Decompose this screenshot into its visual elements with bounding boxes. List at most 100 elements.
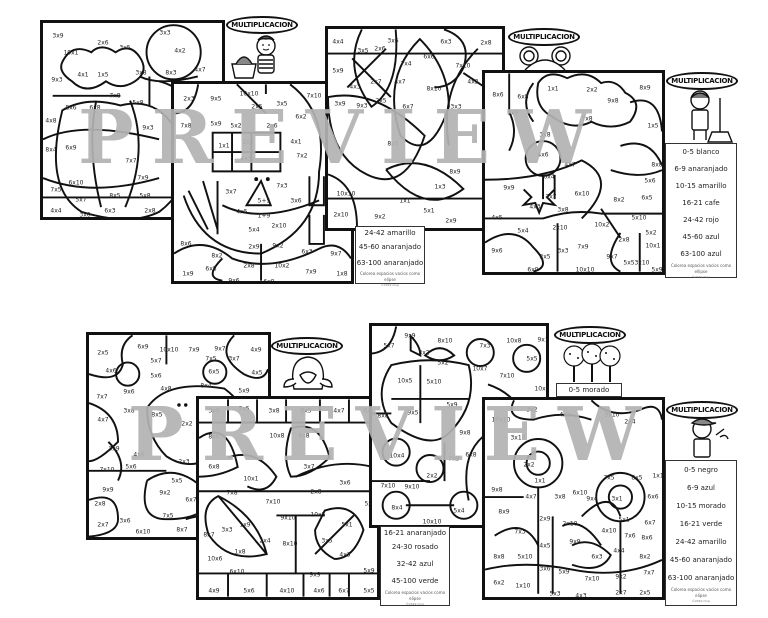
cell-label: 8x4 — [391, 504, 403, 512]
cell-label: 4x5 — [251, 369, 263, 377]
cell-label: 9x3 — [142, 124, 154, 132]
cell-label: 7x9 — [137, 174, 149, 182]
cell-label: 10x1 — [645, 242, 661, 250]
cell-label: 7x10 — [584, 575, 600, 583]
cell-label: 1x1 — [399, 197, 411, 205]
cell-label: 9x5 — [210, 95, 222, 103]
cell-label: 1+9 — [257, 212, 271, 220]
legend-copyright: ©2019 mnp — [405, 602, 425, 606]
strip-cell: 4x6 — [313, 587, 325, 595]
cell-label: 10x9 — [534, 385, 549, 393]
cell-label: 3x5 — [357, 47, 369, 55]
cell-label: 2x7 — [97, 521, 109, 529]
cell-label: 8x6 — [65, 104, 77, 112]
multiplicacion-badge: MULTIPLICACION — [666, 401, 738, 419]
cell-label: 8x9 — [449, 168, 461, 176]
cell-label: 4x6 — [105, 367, 117, 375]
boy-with-basket-illustration — [231, 35, 276, 79]
strip-cell: 5x5 — [363, 587, 375, 595]
legend-item: 32-42 azul — [396, 560, 434, 568]
cell-label: 2x10 — [562, 520, 578, 528]
cell-label: 5x7 — [383, 342, 395, 350]
cell-label: 5x9 — [446, 401, 458, 409]
cell-label: 7x8 — [226, 489, 238, 497]
cell-label: 8x9 — [498, 508, 510, 516]
cell-label: 10x6 — [207, 555, 223, 563]
cell-label: 5x6 — [644, 177, 656, 185]
cell-label: 8x9 — [639, 84, 651, 92]
cell-label: 2x4 — [624, 418, 636, 426]
cell-label: 9x8 — [491, 486, 503, 494]
cell-label: 7x7 — [643, 569, 655, 577]
bird-illustration — [283, 356, 333, 390]
legend-item: 6-9 azul — [686, 484, 715, 492]
cell-label: 9x2 — [374, 213, 386, 221]
cell-label: 10x1 — [243, 475, 259, 483]
cell-label: 6x5 — [208, 368, 220, 376]
cell-label: 4x6 — [133, 451, 145, 459]
cell-label: 2x8 — [144, 207, 156, 215]
cell-label: 3x9 — [108, 445, 120, 453]
worksheet-lines — [199, 399, 377, 597]
multiplicacion-badge: MULTIPLICACION — [271, 337, 343, 355]
strip-cell: 4x10 — [279, 587, 295, 595]
cell-label: 9x10 — [404, 483, 420, 491]
worksheet-turkey: 2x3 9x5 10x10 7x10 2x5 3x5 6x2 7x8 5x9 5… — [171, 81, 354, 284]
cell-label: 2x3 — [178, 458, 190, 466]
cell-label: 4x5 — [236, 208, 248, 216]
cell-label: 7x10 — [455, 62, 471, 70]
cell-label: 1x1 — [218, 142, 230, 150]
cell-label: 8x7 — [203, 531, 215, 539]
cell-label: 3x8 — [539, 131, 551, 139]
cell-label: 5+5 — [257, 197, 271, 205]
cell-label: 6x2 — [493, 579, 505, 587]
cell-label: 8x5 — [387, 140, 399, 148]
cell-label: 4x7 — [564, 161, 576, 169]
cell-label: 7x10 — [265, 498, 281, 506]
cell-label: 10x7 — [472, 365, 488, 373]
cell-label: 3x5 — [321, 537, 333, 545]
legend-item: 45-100 verde — [391, 577, 439, 585]
color-legend-trees: 16-21 anaranjado 24-30 rosado 32-42 azul… — [380, 526, 450, 606]
cell-label: 2x3 — [183, 95, 195, 103]
cell-label: 6x6 — [647, 493, 659, 501]
cell-label: 8x6 — [208, 433, 220, 441]
cell-label: 4x2 — [467, 78, 479, 86]
cell-label: 7x5 — [50, 186, 62, 194]
cell-label: 9x9 — [309, 571, 321, 579]
cell-label: 3x6 — [539, 565, 551, 573]
cell-label: 9x6 — [123, 388, 135, 396]
cell-label: 4x10 — [601, 527, 617, 535]
cell-label: 9x2 — [272, 242, 284, 250]
cell-label: 10x4 — [389, 452, 405, 460]
cell-label: 6x6 — [423, 53, 435, 61]
cell-label: 2x9 — [248, 243, 260, 251]
cell-label: 2x9 — [445, 217, 457, 225]
cell-label: 2x8 — [618, 236, 630, 244]
cell-label: 5x1 — [618, 516, 630, 524]
cell-label: 8x2 — [639, 553, 651, 561]
cell-label: 4x7 — [525, 493, 537, 501]
cell-label: 7x10 — [499, 372, 515, 380]
cell-label: 3x3 — [221, 526, 233, 534]
cell-label: 9x2 — [615, 573, 627, 581]
worksheet-autumn-leaves: 3x9 7x5 3x8 8x5 4x7 6x6 4x9 5x6 4x10 4x6… — [196, 396, 380, 600]
cell-label: 2x2 — [586, 86, 598, 94]
cell-label: 8x7 — [176, 526, 188, 534]
cell-label: 6x8 — [208, 463, 220, 471]
cell-label: 5x9 — [238, 387, 250, 395]
cell-label: 1x9 — [239, 521, 251, 529]
cell-label: 2x7 — [370, 78, 382, 86]
cell-label: 6x9 — [263, 278, 275, 284]
cell-label: 7x5 — [205, 355, 217, 363]
cell-label: 4x1 — [290, 138, 302, 146]
cell-label: 3x9 — [507, 109, 519, 117]
cell-label: 2x2 — [242, 138, 254, 146]
cell-label: 4x5 — [491, 214, 503, 222]
cell-label: 9x10 — [280, 514, 296, 522]
cell-label: 5x9 — [210, 120, 222, 128]
cell-label: 7x5 — [162, 512, 174, 520]
cell-label: 10x5 — [310, 511, 326, 519]
cell-label: 7x4 — [400, 60, 412, 68]
cell-label: 5x6 — [150, 372, 162, 380]
